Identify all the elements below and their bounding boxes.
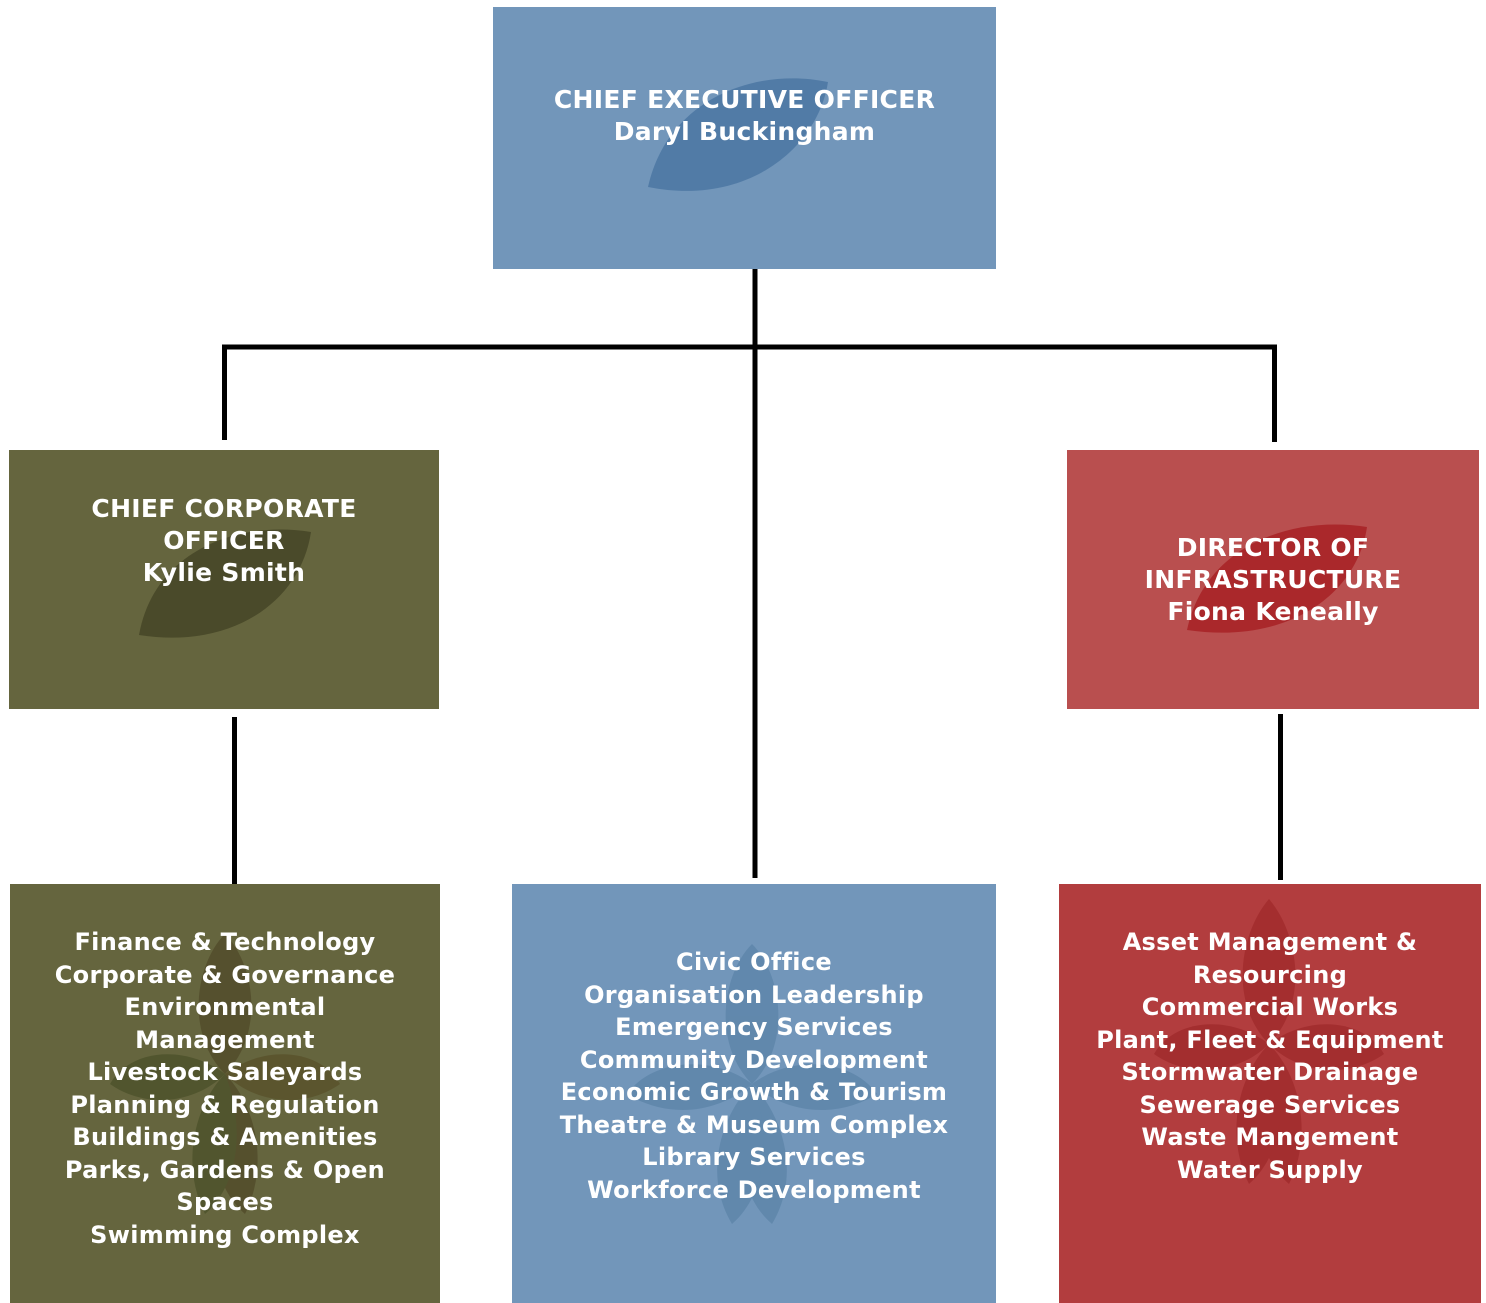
doi-box: DIRECTOR OF INFRASTRUCTURE Fiona Keneall… [1067, 450, 1479, 709]
cco-function-item: Parks, Gardens & Open [64, 1155, 386, 1184]
doi-function-item: Asset Management & [1122, 928, 1418, 956]
doi-title-line-1: DIRECTOR OF [1176, 532, 1370, 562]
doi-functions-box: Asset Management & Resourcing Commercial… [1059, 884, 1481, 1303]
ceo-function-item: Community Development [579, 1045, 929, 1074]
doi-title-line-2: INFRASTRUCTURE [1144, 564, 1402, 594]
cco-function-item: Livestock Saleyards [87, 1058, 363, 1086]
ceo-function-item: Economic Growth & Tourism [560, 1078, 948, 1106]
ceo-name: Daryl Buckingham [613, 117, 876, 146]
ceo-functions-box: Civic Office Organisation Leadership Eme… [512, 884, 996, 1303]
doi-function-item: Stormwater Drainage [1121, 1058, 1419, 1086]
ceo-function-item: Organisation Leadership [584, 980, 924, 1009]
cco-name: Kylie Smith [142, 558, 306, 587]
ceo-function-item: Library Services [642, 1143, 866, 1171]
ceo-function-item: Civic Office [676, 948, 832, 976]
cco-function-item: Spaces [176, 1188, 274, 1216]
cco-function-item: Swimming Complex [90, 1220, 360, 1249]
ceo-box: CHIEF EXECUTIVE OFFICER Daryl Buckingham [493, 7, 996, 269]
cco-function-item: Buildings & Amenities [72, 1123, 378, 1151]
ceo-function-item: Theatre & Museum Complex [559, 1110, 949, 1139]
cco-title-line-2: OFFICER [163, 526, 285, 555]
doi-function-item: Plant, Fleet & Equipment [1096, 1025, 1444, 1054]
cco-box: CHIEF CORPORATE OFFICER Kylie Smith [9, 450, 439, 709]
cco-function-item: Planning & Regulation [70, 1090, 380, 1119]
ceo-title: CHIEF EXECUTIVE OFFICER [553, 85, 936, 114]
cco-function-item: Corporate & Governance [54, 960, 396, 989]
cco-function-item: Management [135, 1025, 315, 1054]
cco-title-line-1: CHIEF CORPORATE [91, 494, 357, 523]
doi-function-item: Resourcing [1192, 960, 1348, 989]
ceo-function-item: Workforce Development [587, 1175, 921, 1204]
cco-functions-box: Finance & Technology Corporate & Governa… [10, 884, 440, 1303]
doi-function-item: Sewerage Services [1139, 1090, 1401, 1119]
doi-function-item: Water Supply [1177, 1155, 1363, 1184]
doi-function-item: Waste Mangement [1141, 1123, 1399, 1151]
ceo-function-item: Emergency Services [615, 1013, 893, 1041]
cco-function-item: Finance & Technology [74, 928, 376, 956]
doi-name: Fiona Keneally [1167, 596, 1379, 626]
cco-function-item: Environmental [124, 993, 326, 1021]
doi-function-item: Commercial Works [1141, 993, 1399, 1021]
